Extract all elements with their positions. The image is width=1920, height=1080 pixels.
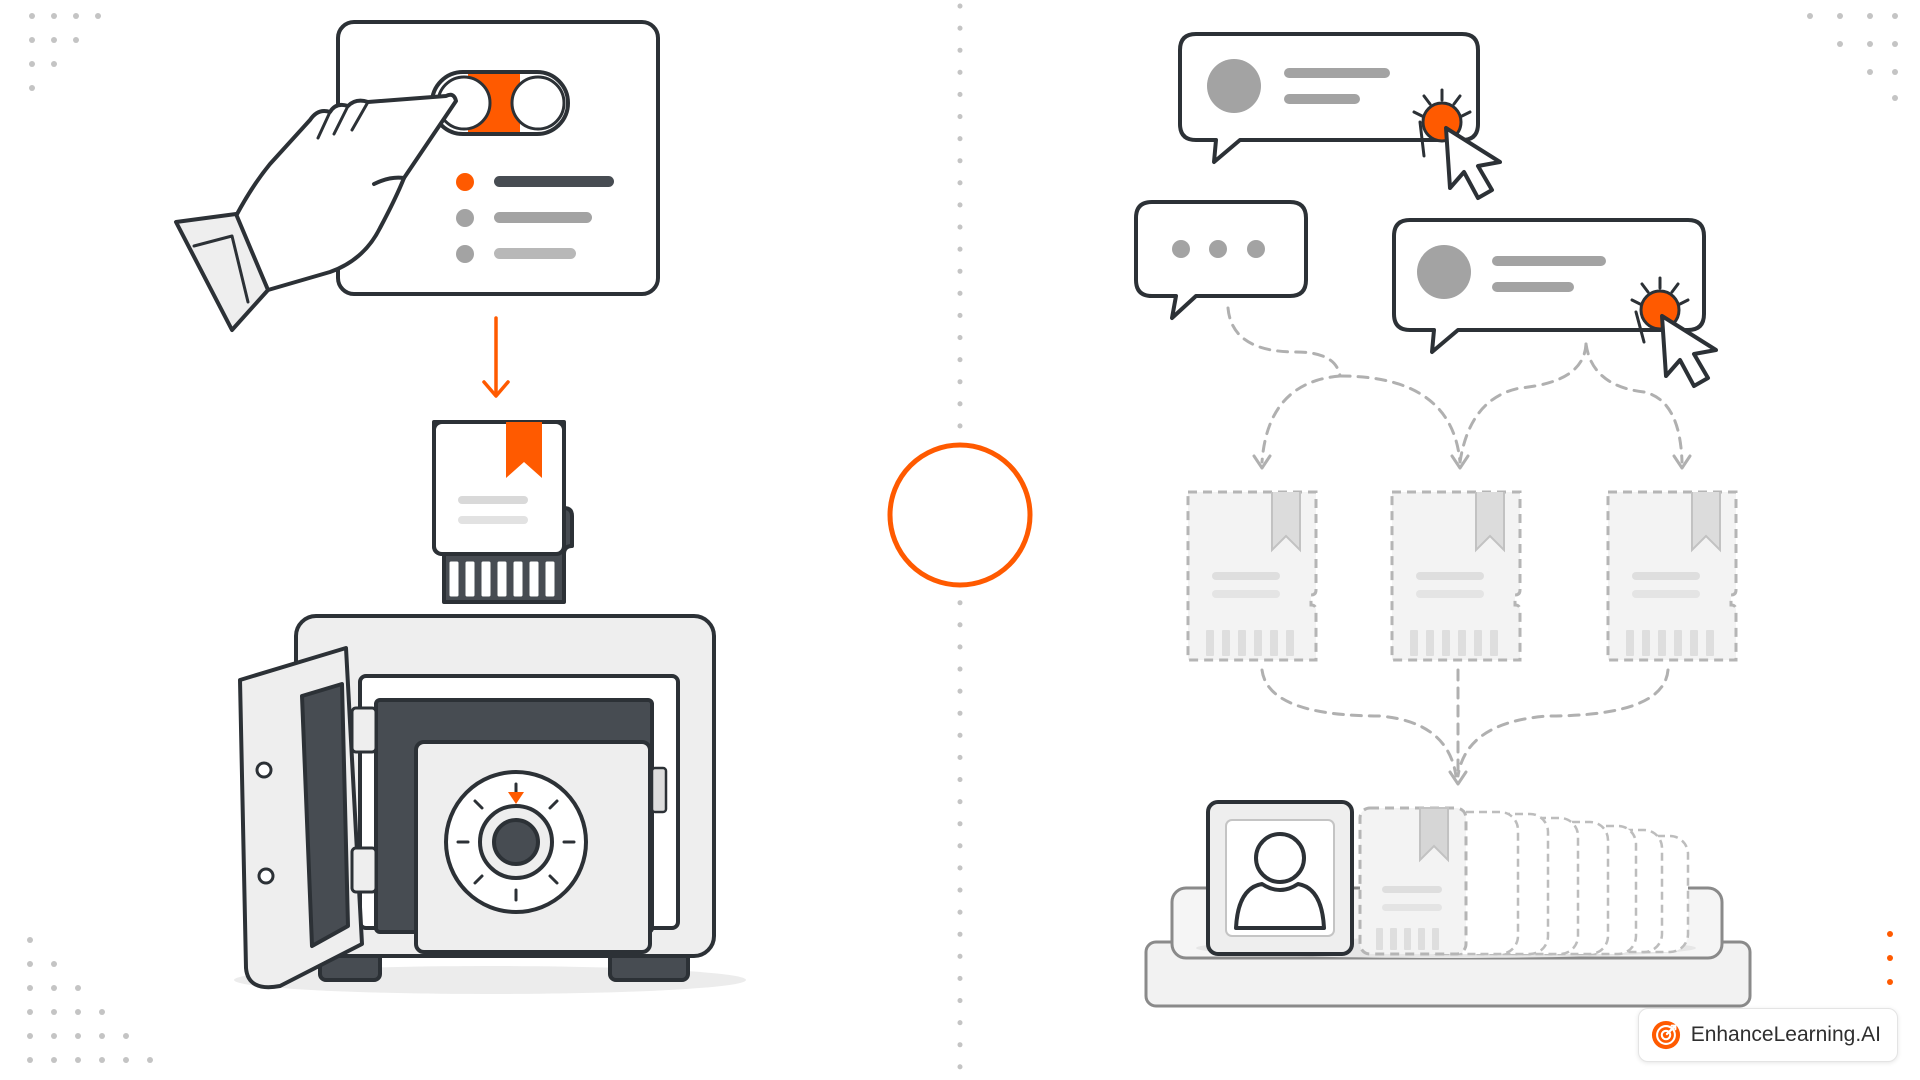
chat-bubble-icon: [1392, 218, 1706, 354]
settings-list: [456, 173, 614, 263]
stacked-front-card: [1358, 806, 1468, 956]
memory-card-icon: [1606, 490, 1738, 662]
corner-dots-bottom-left: [27, 937, 153, 1063]
corner-dots-top-left: [29, 13, 101, 91]
avatar: [1417, 245, 1471, 299]
vault-door: [238, 646, 378, 990]
flow-arrow-toggle-to-card: [482, 316, 510, 398]
center-ring-icon: [887, 442, 1033, 588]
chat-bubble-icon: [1178, 32, 1480, 164]
typing-dots-icon: [1134, 200, 1308, 320]
bookmark-icon: [1419, 807, 1449, 863]
bookmark-icon: [506, 422, 542, 478]
combination-dial-icon: [444, 770, 588, 914]
brand-logo-icon: [1651, 1020, 1680, 1050]
corner-dots-top-right: [1807, 13, 1898, 101]
memory-card-icon: [1390, 490, 1522, 662]
cursor-arrow-icon: [1444, 126, 1502, 200]
card-stack-icon: [1144, 800, 1752, 1008]
dashed-connectors-bottom: [1260, 668, 1670, 778]
cursor-arrow-icon: [1660, 314, 1718, 388]
dashed-connectors-top: [1226, 306, 1684, 464]
memory-card-icon: [432, 420, 574, 604]
avatar: [1207, 59, 1261, 113]
dashed-connector-heads: [1448, 770, 1468, 786]
brand-badge: EnhanceLearning.AI: [1637, 1008, 1898, 1062]
hand-pointer-icon: [174, 92, 458, 332]
memory-card-icon: [1186, 490, 1318, 662]
user-avatar-icon: [1206, 800, 1354, 956]
brand-name: EnhanceLearning.AI: [1690, 1023, 1881, 1046]
vault-inner-box: [414, 740, 652, 954]
safe-vault-icon: [234, 614, 746, 994]
dashed-connector-heads: [1252, 454, 1692, 470]
corner-dots-bottom-right: [1887, 931, 1893, 985]
